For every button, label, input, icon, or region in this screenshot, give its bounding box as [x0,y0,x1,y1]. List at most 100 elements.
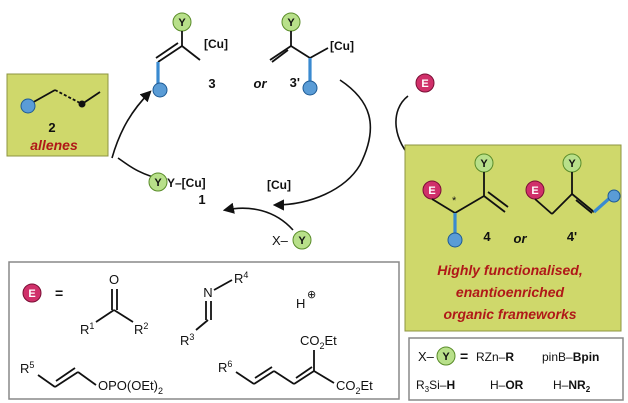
bond-3p-c [290,45,311,59]
ketone-R2: R2 [134,321,148,337]
xy-hor: H–OR [490,378,524,392]
arrow-xy-to-catalyst [222,202,294,231]
bond-3-double [155,42,179,59]
allene-bond-1 [29,89,56,105]
y-ball-product-4p-letter: Y [568,158,576,170]
proton-charge: ⊕ [307,289,316,301]
bond-4p-b [551,193,573,215]
e-ball-legend [22,283,42,303]
y-ball-xy-letter: Y [442,351,450,363]
ketone-r1-bond [95,309,115,323]
xy-r3si-sub: 3 [425,385,430,394]
intermediate-3-number: 3 [208,76,215,91]
diene-bond-1 [235,371,255,385]
phosphate-R5-letter: R [20,361,29,376]
e-ball-product-4-letter: E [428,185,435,197]
xy-pinb: pinB–Bpin [542,350,599,364]
diene-R6-sup: 6 [227,359,232,369]
y-ball-catalyst-letter: Y [154,177,162,189]
diene-ester-down [313,370,335,384]
imine-R4-sup: 4 [243,270,248,280]
allene-number: 2 [48,120,55,135]
bond-3-b [157,45,183,63]
cu-label-3: [Cu] [204,37,228,51]
e-ball-top-letter: E [421,78,428,90]
allene-box: 2 allenes [6,73,109,157]
ketone-O: O [109,272,119,287]
xy-pinb-bold: Bpin [573,350,600,364]
diene-bond-4-double [295,366,313,379]
allene-bond-3 [81,91,101,105]
arrow-allene-to-3 [111,90,152,159]
xy-rzn-bold: R [505,350,514,364]
product-caption-line-2: enantioenriched [456,284,565,300]
xy-r3si-bold: H [446,378,455,392]
ester-a-sub: 2 [320,341,325,351]
xy-hor-bold: OR [505,378,523,392]
y-ball-reagent [292,230,312,250]
xy-pinb-text: pinB– [542,350,573,364]
xy-legend-border [408,337,624,401]
bond-4p-d [571,193,595,213]
phos-bond-2 [54,371,79,388]
xy-rzn-text: RZn– [476,350,506,364]
y-ball-3p-letter: Y [287,17,295,29]
xy-r3si-r: R [416,378,425,392]
phos-bond-2-double [55,367,76,382]
xy-r3si-mid: Si– [429,378,447,392]
bond-4p-double [575,199,593,214]
y-ball-xy-legend [436,346,456,366]
y-ball-reagent-letter: Y [298,235,306,247]
cu-label-3p: [Cu] [330,39,354,53]
diene-bond-2 [253,370,275,385]
bond-3p-double [271,49,289,63]
e-legend-equals: = [55,285,63,301]
proton-H: H [296,296,305,311]
bond-4-b [454,195,485,214]
ketone-R1-letter: R [80,322,89,337]
ester-a: CO2Et [300,333,337,351]
phosphate-R5: R5 [20,360,34,376]
y-ball-product-4-letter: Y [480,158,488,170]
diene-R6-letter: R [218,360,227,375]
bond-4p-a [534,198,553,215]
xy-hnr-bold: NR [568,378,586,392]
ester-a-text: CO [300,333,320,348]
cu-free-label: [Cu] [267,178,291,192]
allene-bond-2 [54,89,83,105]
phosphate-sub: 2 [158,386,163,396]
phosphate-R5-sup: 5 [29,360,34,370]
product-caption-line-3: organic frameworks [443,306,576,322]
xy-hnr: H–NR2 [553,378,591,394]
ball-4p-substituent [607,189,621,203]
ester-a-tail: Et [325,333,338,348]
intermediate-3: Y [Cu] 3 [152,12,228,98]
allene-box-bg [6,73,109,157]
product-box: E * Y 4 or E Y 4' Highly functionalised,… [404,144,622,332]
y-ball-catalyst [148,172,168,192]
stereo-star: * [452,195,457,207]
intermediate-3p-number: 3' [290,75,300,90]
e-ball-legend-letter: E [28,288,35,300]
ketone-R2-sup: 2 [143,321,148,331]
xy-hnr-text: H– [553,378,569,392]
xy-hnr-sub: 2 [586,385,591,394]
ball-4-substituent [447,232,463,248]
xy-legend: X– Y = RZn–R pinB–Bpin R3Si–H H–OR H–NR2 [408,337,624,401]
ball-3-substituent [152,82,168,98]
ester-b-sub: 2 [356,386,361,396]
electrophile-legend: E = O R1 R2 N R4 R3 H ⊕ R5 OPO(OEt)2 R6 [8,261,400,400]
xy-rzn: RZn–R [476,350,514,364]
or-label-product: or [514,231,528,246]
imine-R3: R3 [180,332,194,348]
imine-R3-sup: 3 [189,332,194,342]
bond-4-d [483,195,506,213]
bond-3p-d [309,47,329,59]
imine-R3-letter: R [180,333,189,348]
imine-N: N [203,285,212,300]
phosphate-group: OPO(OEt)2 [98,378,163,396]
ball-3p-substituent [302,80,318,96]
product-caption-line-1: Highly functionalised, [437,262,582,278]
allene-caption: allenes [30,137,78,153]
